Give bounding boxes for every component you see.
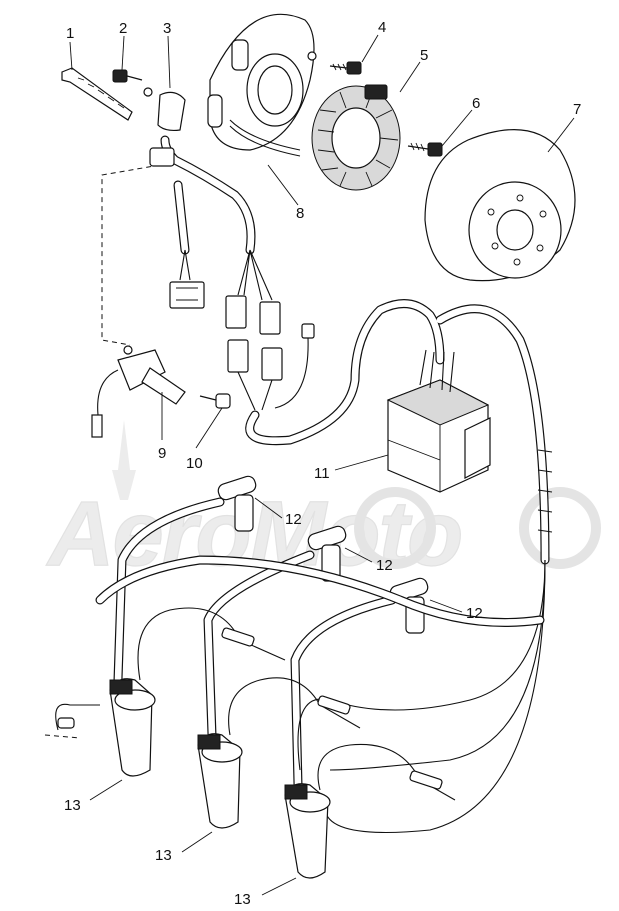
callout-11: 11 — [314, 465, 330, 482]
spark-plug-cap — [217, 475, 257, 532]
callout-10: 10 — [186, 455, 203, 472]
callout-5: 5 — [420, 47, 428, 64]
stator-plate — [207, 13, 317, 151]
callout-13a: 13 — [64, 797, 81, 814]
callout-2: 2 — [119, 20, 127, 37]
callout-4: 4 — [378, 19, 386, 36]
watermark: AeroMoto — [45, 420, 601, 586]
spark-plug-caps — [217, 475, 429, 634]
bolt-4 — [329, 61, 362, 75]
ignition-coil — [284, 783, 331, 879]
callout-13c: 13 — [234, 891, 251, 908]
callout-12c: 12 — [466, 605, 483, 622]
stator-coil — [311, 84, 401, 191]
ground-dashed-line — [44, 734, 81, 739]
callout-12a: 12 — [285, 511, 302, 528]
primary-wires — [55, 555, 546, 834]
callout-6: 6 — [472, 95, 480, 112]
bolt-6 — [407, 142, 443, 157]
callout-3: 3 — [163, 20, 171, 37]
callout-13b: 13 — [155, 847, 172, 864]
callout-1: 1 — [66, 25, 74, 42]
locator-dashed-line — [101, 164, 161, 346]
main-harness — [237, 299, 553, 565]
ignition-coil — [109, 678, 156, 777]
watermark-tower-icon — [112, 420, 136, 500]
mounting-screw — [199, 393, 231, 409]
harness-clamp — [143, 87, 186, 132]
callout-9: 9 — [158, 445, 166, 462]
callout-8: 8 — [296, 205, 304, 222]
watermark-text: AeroMoto — [46, 483, 461, 585]
stator-harness — [149, 119, 301, 301]
callout-labels: 1 2 3 4 5 6 7 8 9 10 11 12 12 12 13 13 1… — [64, 19, 581, 908]
harness-connectors — [169, 281, 315, 381]
watermark-motorcycle-icon — [354, 487, 601, 569]
flywheel — [424, 129, 576, 282]
ignition-coil — [197, 733, 243, 829]
mounting-bracket — [91, 345, 186, 438]
leader-lines — [69, 34, 575, 896]
cdi-box — [386, 349, 491, 493]
callout-7: 7 — [573, 101, 581, 118]
screw — [112, 69, 143, 83]
ignition-coils — [109, 678, 331, 879]
callout-12b: 12 — [376, 557, 393, 574]
